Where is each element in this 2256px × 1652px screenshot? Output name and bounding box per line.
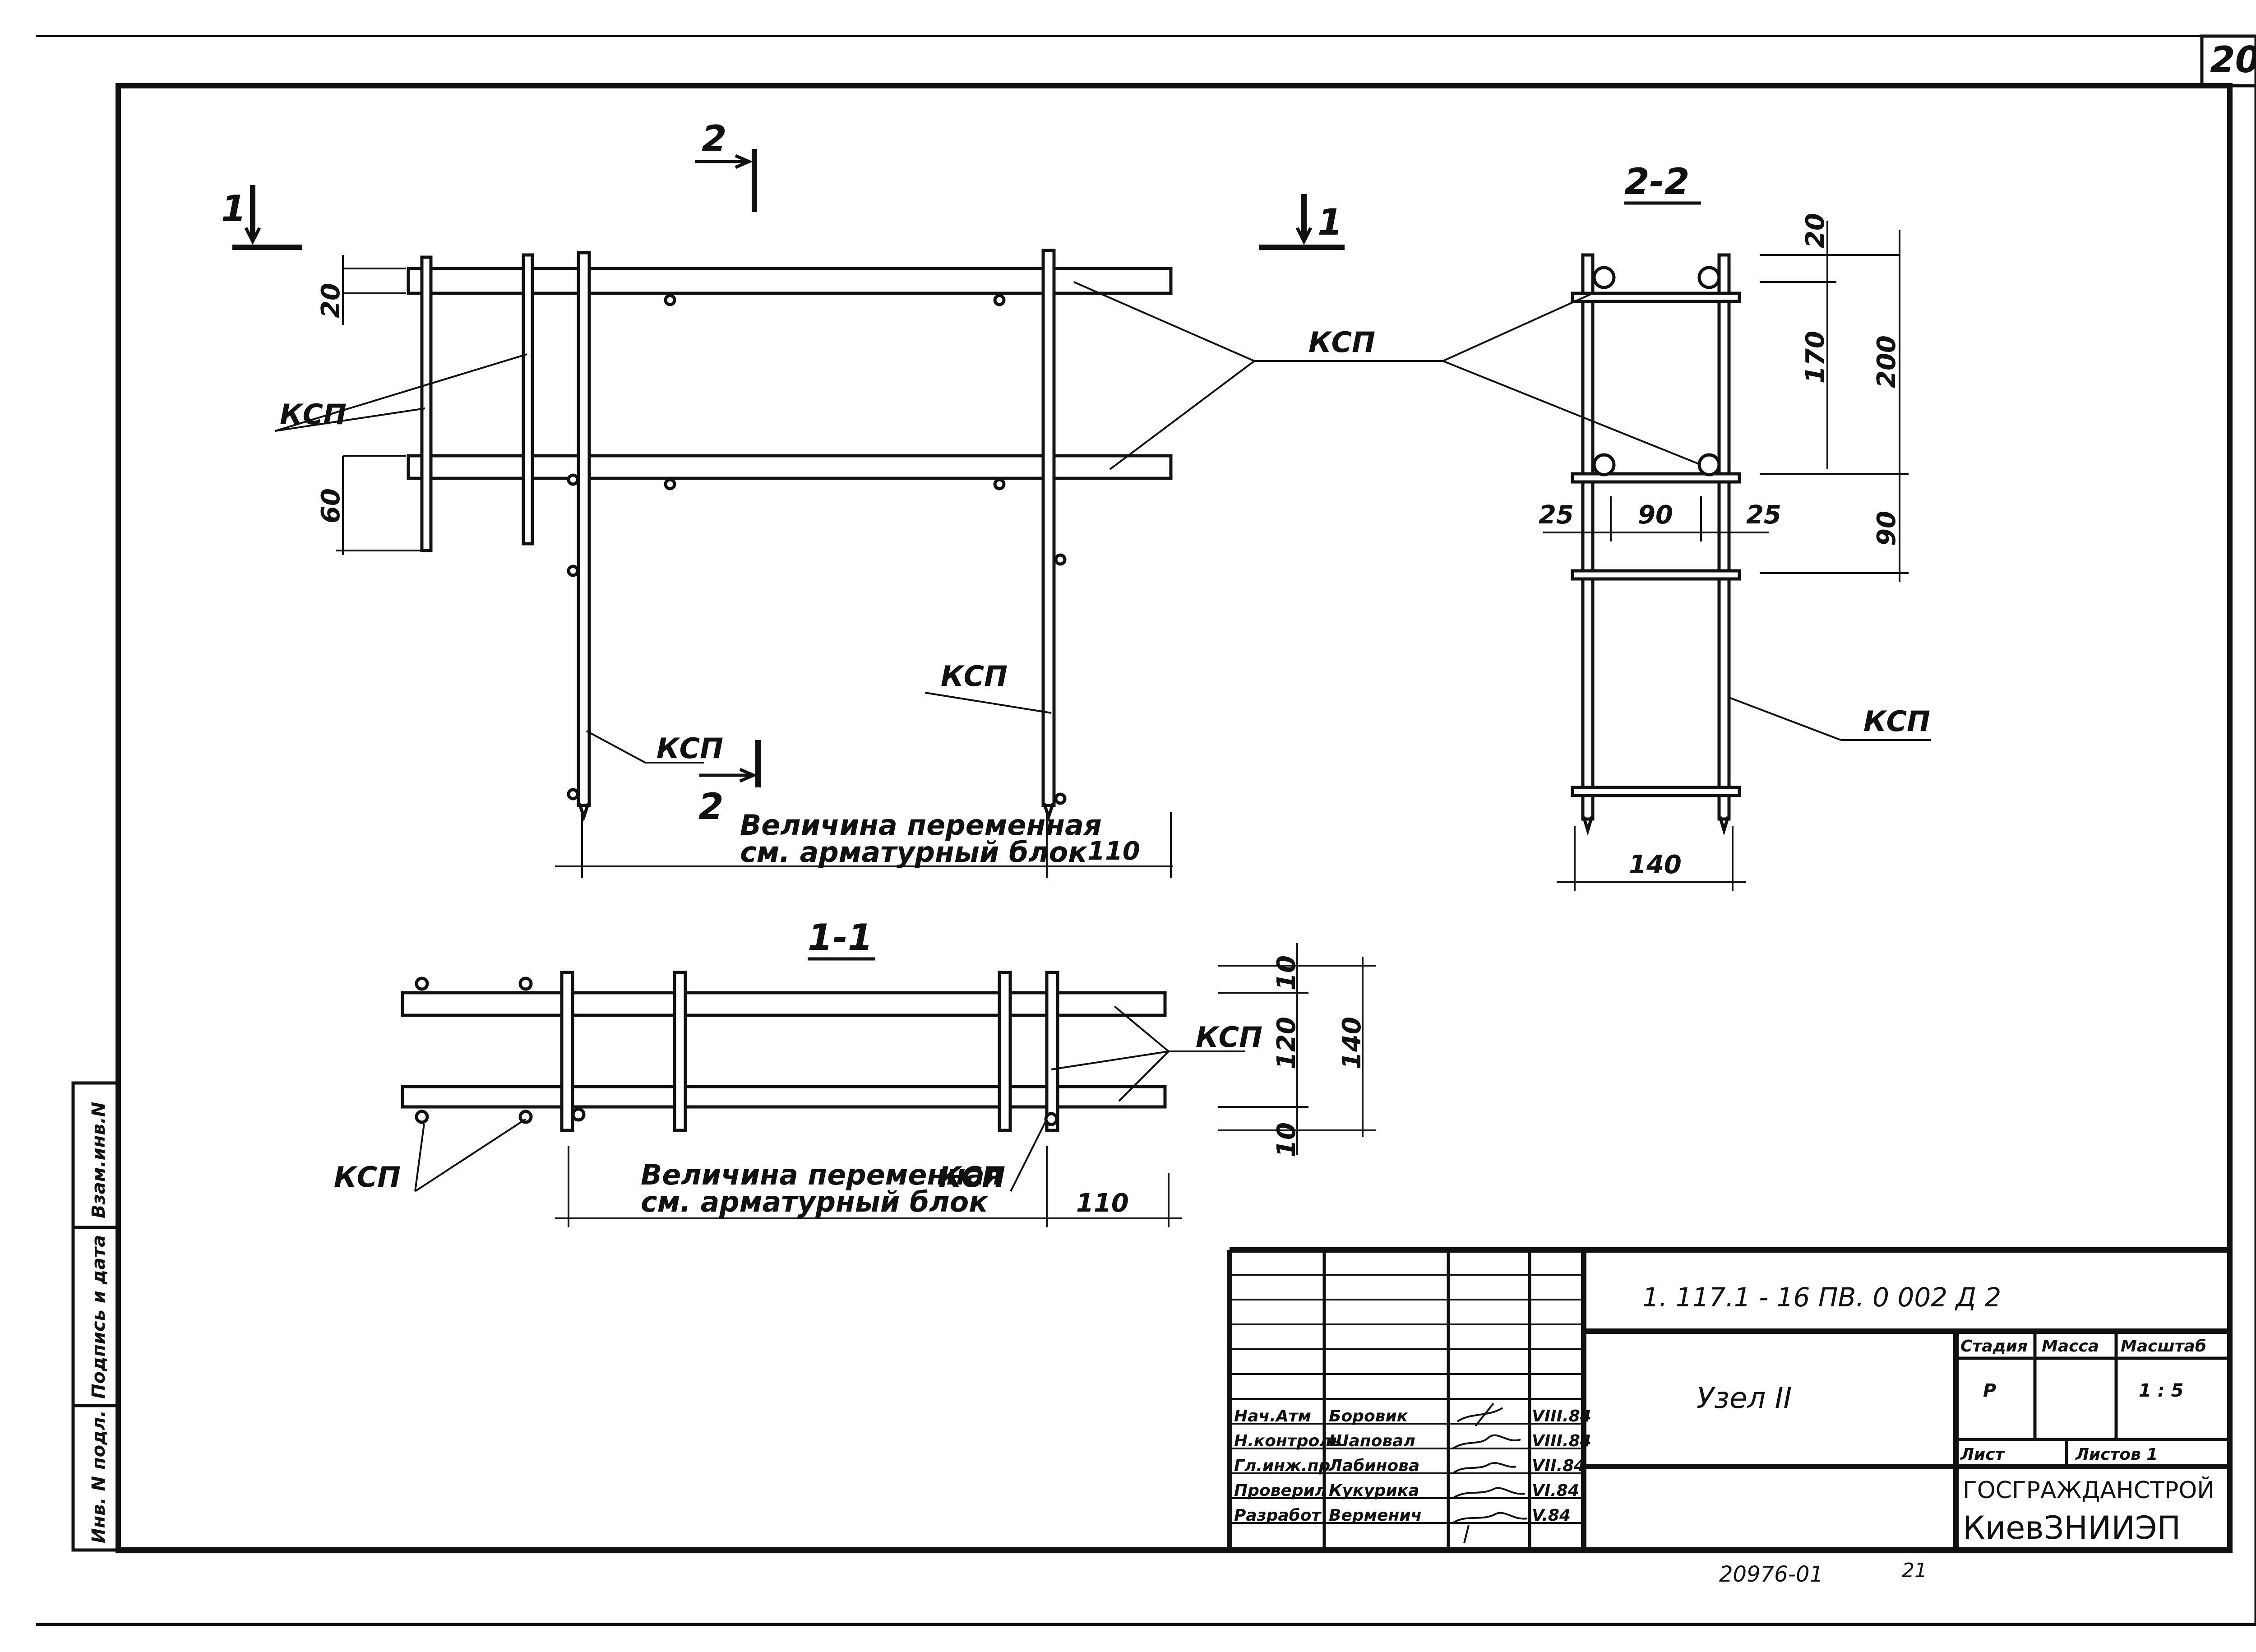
person-name-0: Боровик — [1329, 1407, 1409, 1425]
section-1-1-dim-140: 140 — [1337, 1017, 1367, 1069]
person-name-4: Верменич — [1329, 1506, 1422, 1525]
plan-dim-20: 20 — [316, 283, 346, 318]
side-stamp — [71, 1081, 120, 1552]
plan-label-ksp-left: КСП — [280, 398, 347, 431]
section-2-2-dim-20: 20 — [1801, 213, 1830, 248]
section-2-2-view — [1442, 201, 1931, 891]
section-cut-2-top: 2 — [702, 118, 727, 160]
section-2-2-title: 2-2 — [1624, 161, 1690, 203]
plan-label-ksp-bottom-right: КСП — [941, 660, 1008, 693]
side-stamp-sign-date: Подпись и дата — [88, 1235, 109, 1399]
section-1-1-dim-10-top: 10 — [1272, 955, 1301, 990]
sheet-border — [36, 34, 2256, 1626]
person-date-1: VIII.84 — [1532, 1432, 1591, 1450]
section-2-2-dim-170: 170 — [1801, 331, 1830, 384]
person-date-4: V.84 — [1532, 1506, 1571, 1525]
person-role-0: Нач.Атм — [1234, 1407, 1311, 1425]
page-number: 21 — [1902, 1559, 1927, 1582]
plan-variable-line1: Величина переменная — [740, 809, 1102, 842]
section-2-2-dim-140: 140 — [1629, 850, 1682, 879]
person-date-0: VIII.84 — [1532, 1407, 1591, 1425]
section-cut-1-right: 1 — [1318, 201, 1343, 243]
doc-code: 1. 117.1 - 16 ПВ. 0 002 Д 2 — [1642, 1282, 2001, 1313]
person-name-1: Шаповал — [1329, 1432, 1415, 1450]
plan-variable-line2: см. арматурный блок — [740, 836, 1088, 869]
section-1-1-ksp-bottom: КСП — [938, 1161, 1005, 1194]
section-1-1-variable-line1: Величина переменная — [641, 1158, 1003, 1191]
person-name-3: Кукурика — [1329, 1481, 1419, 1500]
section-2-2-dim-90-mid: 90 — [1638, 500, 1673, 530]
drawing-number: 20976-01 — [1719, 1562, 1823, 1587]
section-2-2-ksp: КСП — [1863, 705, 1930, 738]
plan-label-ksp-bottom-left: КСП — [656, 732, 723, 765]
side-stamp-inv-replace: Взам.инв.N — [88, 1102, 109, 1218]
section-1-1-view — [401, 943, 1376, 1227]
scale-value: 1 : 5 — [2139, 1380, 2184, 1401]
sheet-number: 20 — [2210, 39, 2256, 81]
sheets-label: Листов 1 — [2075, 1445, 2158, 1464]
section-2-2-dim-25-left: 25 — [1539, 500, 1574, 530]
section-1-1-ksp-right: КСП — [1196, 1021, 1262, 1054]
plan-dim-60: 60 — [316, 488, 346, 523]
section-cut-1-left: 1 — [221, 188, 246, 230]
person-role-3: Проверил — [1234, 1481, 1327, 1500]
title-block — [1227, 1247, 2230, 1550]
stage-value: Р — [1983, 1380, 1996, 1401]
scale-header: Масштаб — [2121, 1337, 2206, 1356]
plan-label-ksp-top: КСП — [1308, 326, 1375, 359]
plan-view — [232, 149, 1444, 878]
sheet-label: Лист — [1960, 1445, 2005, 1464]
section-1-1-dim-120: 120 — [1272, 1017, 1301, 1069]
section-2-2-dim-90-right: 90 — [1872, 511, 1901, 546]
person-date-3: VI.84 — [1532, 1481, 1579, 1500]
section-1-1-ksp-left: КСП — [334, 1161, 401, 1194]
section-cut-2-bottom: 2 — [698, 786, 724, 828]
org-line1: ГОСГРАЖДАНСТРОЙ — [1963, 1476, 2214, 1504]
section-1-1-dim-10-bottom: 10 — [1272, 1122, 1301, 1157]
person-date-2: VII.84 — [1532, 1457, 1585, 1475]
org-line2: КиевЗНИИЭП — [1963, 1509, 2181, 1546]
stage-header: Стадия — [1960, 1337, 2028, 1356]
drawing-title: Узел II — [1697, 1382, 1792, 1415]
section-1-1-variable-line2: см. арматурный блок — [641, 1185, 989, 1218]
section-1-1-title: 1-1 — [808, 916, 873, 958]
person-role-4: Разработ — [1234, 1506, 1322, 1525]
section-1-1-dim-110: 110 — [1076, 1189, 1129, 1218]
plan-dim-110: 110 — [1087, 837, 1140, 866]
person-role-2: Гл.инж.пр — [1234, 1457, 1330, 1475]
section-2-2-dim-25-right: 25 — [1746, 500, 1781, 530]
side-stamp-inv-orig: Инв. N подл. — [88, 1410, 109, 1543]
section-2-2-dim-200: 200 — [1872, 335, 1901, 388]
person-role-1: Н.контроль — [1234, 1432, 1341, 1450]
person-name-2: Лабинова — [1328, 1457, 1419, 1475]
mass-header: Масса — [2042, 1337, 2099, 1356]
